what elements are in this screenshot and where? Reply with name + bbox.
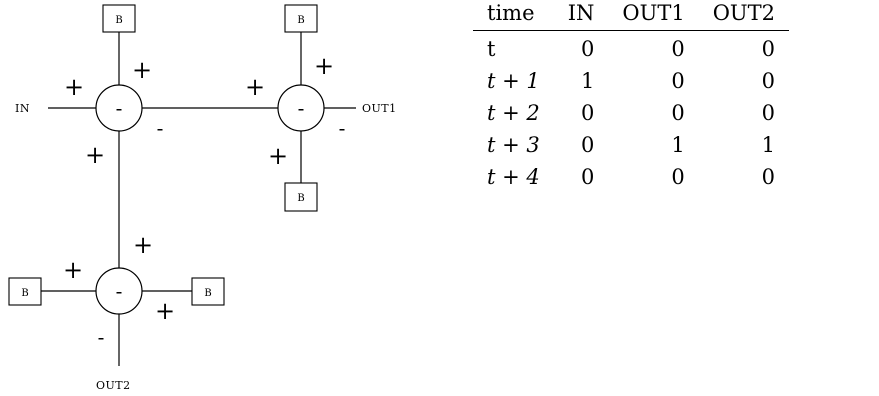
neural-circuit-diagram: - - - B B B B B IN OUT1 OUT2 + + - + + +… bbox=[8, 4, 397, 392]
table-row: t + 2 0 0 0 bbox=[473, 97, 789, 129]
header-time: time bbox=[487, 1, 535, 25]
sign-minus: - bbox=[339, 116, 346, 140]
timing-table: time IN OUT1 OUT2 t 0 0 0 t + 1 1 0 0 t … bbox=[473, 0, 790, 193]
box-label: B bbox=[204, 288, 211, 299]
table-row: t + 3 0 1 1 bbox=[473, 129, 789, 161]
header-in: IN bbox=[567, 1, 595, 25]
cell-out1: 0 bbox=[671, 101, 685, 125]
table-row: t + 1 1 0 0 bbox=[473, 65, 789, 97]
neuron-node-1: - bbox=[95, 84, 143, 132]
box-label: B bbox=[115, 15, 122, 26]
cell-out1: 0 bbox=[671, 69, 685, 93]
node-sign: - bbox=[116, 96, 123, 120]
cell-out2: 0 bbox=[761, 69, 776, 93]
cell-time: t + 2 bbox=[487, 101, 540, 125]
box-label: B bbox=[21, 288, 28, 299]
sign-minus: - bbox=[98, 325, 105, 349]
table-row: t + 4 0 0 0 bbox=[473, 161, 789, 193]
sign-plus: + bbox=[314, 52, 334, 80]
cell-out2: 1 bbox=[761, 133, 776, 157]
box-label: B bbox=[297, 15, 304, 26]
cell-out2: 0 bbox=[761, 165, 776, 189]
header-out1: OUT1 bbox=[622, 1, 685, 25]
cell-out1: 1 bbox=[671, 133, 685, 157]
input-label: IN bbox=[15, 102, 30, 115]
table-header-row: time IN OUT1 OUT2 bbox=[473, 0, 790, 31]
sign-plus: + bbox=[85, 141, 105, 169]
output1-label: OUT1 bbox=[362, 102, 397, 115]
output2-label: OUT2 bbox=[96, 379, 131, 392]
sign-plus: + bbox=[132, 56, 152, 84]
cell-in: 0 bbox=[581, 133, 595, 157]
cell-in: 0 bbox=[581, 165, 595, 189]
circuit-wires bbox=[34, 32, 356, 366]
sign-plus: + bbox=[245, 73, 265, 101]
cell-in: 0 bbox=[581, 101, 595, 125]
cell-time: t + 1 bbox=[487, 69, 540, 93]
neuron-node-2: - bbox=[277, 84, 325, 132]
header-out2: OUT2 bbox=[712, 1, 776, 25]
cell-out2: 0 bbox=[761, 101, 776, 125]
cell-time: t + 4 bbox=[487, 165, 540, 189]
sign-plus: + bbox=[133, 231, 153, 259]
node-sign: - bbox=[298, 96, 305, 120]
cell-in: 0 bbox=[581, 37, 595, 61]
bias-box-bottom-right: B bbox=[191, 277, 225, 306]
node-sign: - bbox=[116, 279, 123, 303]
table-row: t 0 0 0 bbox=[473, 31, 789, 66]
cell-out1: 0 bbox=[671, 37, 685, 61]
box-label: B bbox=[297, 193, 304, 204]
bias-box-top-left: B bbox=[102, 4, 136, 33]
cell-time: t + 3 bbox=[487, 133, 540, 157]
sign-plus: + bbox=[63, 256, 83, 284]
bias-box-top-right: B bbox=[284, 4, 318, 33]
bias-box-bottom-left: B bbox=[8, 277, 42, 306]
sign-plus: + bbox=[155, 297, 175, 325]
neuron-node-3: - bbox=[95, 267, 143, 315]
sign-plus: + bbox=[64, 73, 84, 101]
sign-minus: - bbox=[157, 116, 164, 140]
cell-in: 1 bbox=[581, 69, 595, 93]
sign-plus: + bbox=[268, 142, 288, 170]
cell-time: t bbox=[487, 37, 496, 61]
cell-out2: 0 bbox=[761, 37, 776, 61]
cell-out1: 0 bbox=[671, 165, 685, 189]
bias-box-middle-right: B bbox=[284, 182, 318, 212]
